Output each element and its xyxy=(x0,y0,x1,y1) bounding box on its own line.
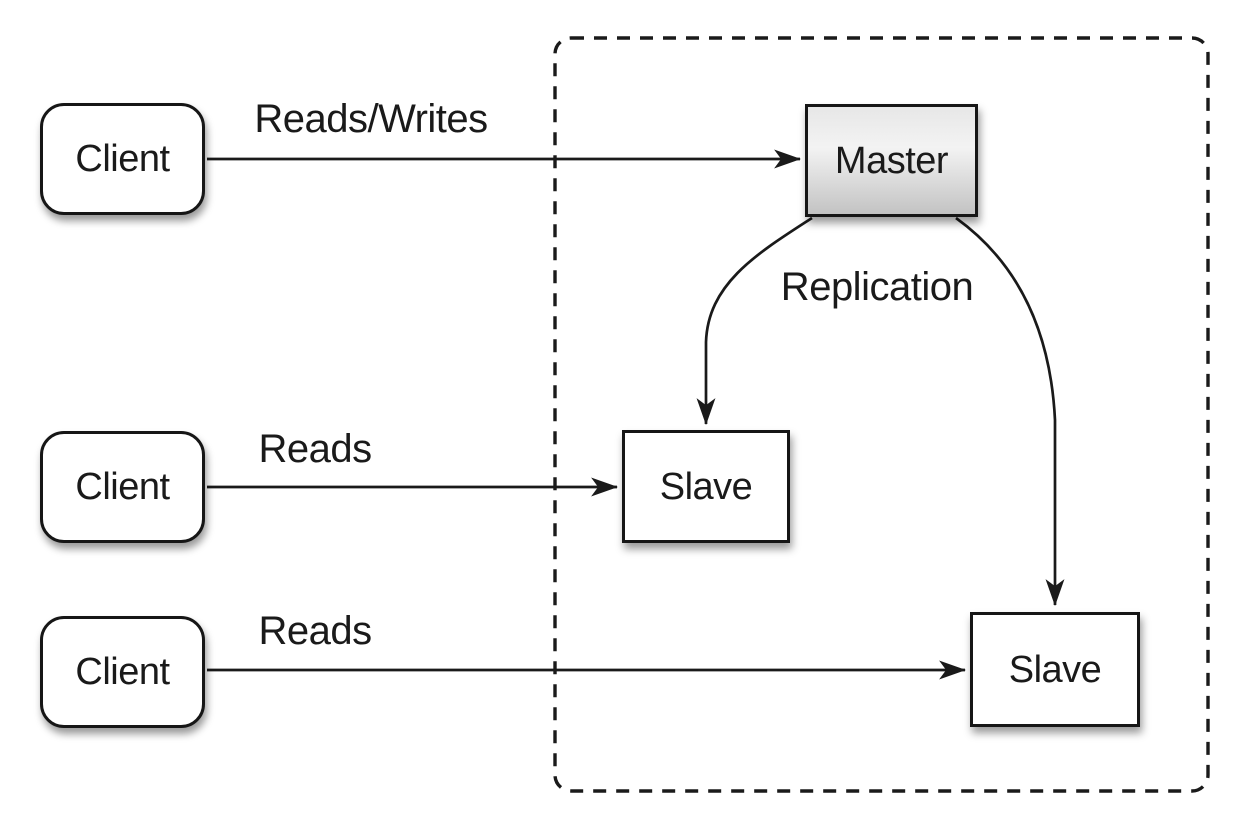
node-slave-right-label: Slave xyxy=(1008,648,1102,691)
node-slave-left: Slave xyxy=(622,430,790,543)
node-slave-left-label: Slave xyxy=(659,465,753,508)
edge-label-reads-bottom: Reads xyxy=(258,609,372,653)
node-client-top: Client xyxy=(40,103,205,215)
node-client-middle: Client xyxy=(40,431,205,543)
node-slave-right: Slave xyxy=(970,612,1140,727)
replication-group-boundary xyxy=(553,36,1210,793)
arrow-replication-left xyxy=(696,216,813,426)
edge-label-reads-writes: Reads/Writes xyxy=(254,97,488,141)
node-client-top-label: Client xyxy=(75,138,170,180)
node-client-bottom-label: Client xyxy=(75,651,170,693)
node-client-middle-label: Client xyxy=(75,466,170,508)
node-client-bottom: Client xyxy=(40,616,205,728)
arrow-replication-right xyxy=(955,216,1065,607)
edge-label-replication: Replication xyxy=(780,265,974,309)
node-master: Master xyxy=(805,104,978,217)
edge-label-reads-middle: Reads xyxy=(258,427,372,471)
node-master-label: Master xyxy=(834,139,949,182)
